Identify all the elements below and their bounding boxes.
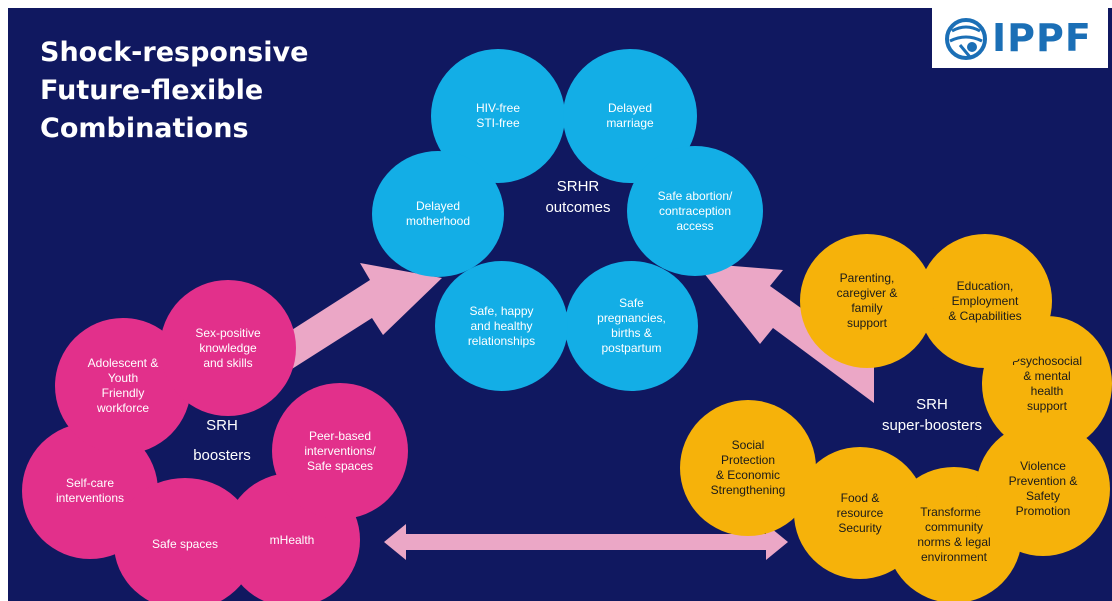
booster-text-line: Safe spaces [306,458,374,473]
outcome-text-line: relationships [467,333,536,348]
arrow-double-bottom [384,524,788,560]
outcome-text-line: Safe, happy [469,303,534,318]
booster-text-line: Peer-based [308,428,372,443]
booster-text-line: Youth [107,371,139,385]
super-booster-text-line: Social [731,438,765,452]
title-line-2: Future-flexible [40,75,264,106]
booster-text-line: knowledge [199,340,257,355]
arrows-layer [284,263,874,560]
booster-text-line: Safe spaces [151,536,219,551]
super-booster-text-line: environment [920,550,988,564]
outcome-text-line: Delayed [415,199,460,213]
booster-text-line: and skills [203,355,253,370]
super-booster-text-line: resource [836,505,884,520]
logo-text: IPPF [992,16,1092,60]
outcome-text-line: HIV-free [475,101,520,115]
super-booster-text-line: norms & legal [917,535,991,549]
outcomes-label-line: SRHR [556,178,600,195]
super-booster-text-line: caregiver & [836,286,898,300]
boosters-label-line: boosters [193,447,251,464]
booster-text-line: Sex-positive [195,325,261,340]
boosters-label: SRH boosters [172,411,272,471]
title-line-1: Shock-responsive [40,37,309,68]
super-booster-text-line: Protection [720,453,775,467]
super-booster-text-line: & Capabilities [948,308,1022,323]
super-booster-text-line: Prevention & [1008,474,1078,488]
outcomes-label-line: outcomes [545,199,611,216]
outcome-text-line: postpartum [601,341,662,355]
booster-text-line: mHealth [269,532,315,547]
globe-icon [945,18,987,60]
super-booster-text-line: family [851,301,883,315]
super-booster-text-line: Food & [840,490,880,505]
boosters-label-line: SRH [206,417,238,434]
outcome-text-line: births & [611,326,652,340]
outcome-text-line: marriage [606,116,654,130]
outcome-text-line: pregnancies, [597,311,666,325]
super-booster-text-line: & Economic [715,468,780,482]
super-booster-text-line: Strengthening [710,483,786,497]
super-booster-text-line: Employment [951,293,1019,308]
arrow-boosters-to-outcomes [284,263,442,374]
super-booster-text-line: community [924,520,983,534]
super-booster-text-line: Psychosocial [1011,354,1083,368]
super-booster-text-line: support [1026,399,1068,413]
booster-text-line: interventions [55,491,125,505]
super-booster-text-line: health [1030,384,1064,398]
booster-text-line: interventions/ [304,443,376,458]
booster-text-line: workforce [96,401,149,415]
super-booster-text-line: Violence [1020,459,1066,473]
super-booster-text-line: Promotion [1015,504,1071,518]
arrow-super-boosters-to-outcomes [696,263,874,403]
booster-text-line: Adolescent & [87,356,159,370]
slide: Shock-responsive Future-flexible Combina… [8,8,1112,601]
super-booster-text-line: Education, [956,278,1014,293]
super-boosters-label: SRH super-boosters [862,394,1002,436]
super-booster-text-line: Parenting, [839,271,895,285]
title-line-3: Combinations [40,113,249,144]
booster-text-line: Self-care [65,476,114,490]
ippf-logo: IPPF [932,8,1108,68]
super-booster-text-line: support [846,316,887,330]
slide-title: Shock-responsive Future-flexible Combina… [40,34,308,148]
outcome-text-line: Safe [619,296,644,310]
super-booster-education: Education,Employment& Capabilities [918,234,1052,368]
super-boosters-label-line: SRH [916,396,948,413]
outcome-text-line: STI-free [476,116,520,130]
booster-text-line: Friendly [101,386,145,400]
outcome-text-line: motherhood [405,214,471,228]
outcome-text-line: contraception [658,203,732,218]
super-booster-text-line: Transformed [920,505,988,519]
super-booster-text-line: Security [838,520,882,535]
outcome-text-line: Delayed [607,101,652,115]
outcome-text-line: and healthy [470,318,533,333]
super-booster-text-line: & mental [1023,369,1071,383]
outcome-text-line: access [676,218,714,233]
outcome-text-line: Safe abortion/ [657,188,733,203]
super-boosters-label-line: super-boosters [881,417,983,434]
super-booster-text-line: Safety [1025,489,1061,503]
outcomes-label: SRHR outcomes [528,176,628,218]
